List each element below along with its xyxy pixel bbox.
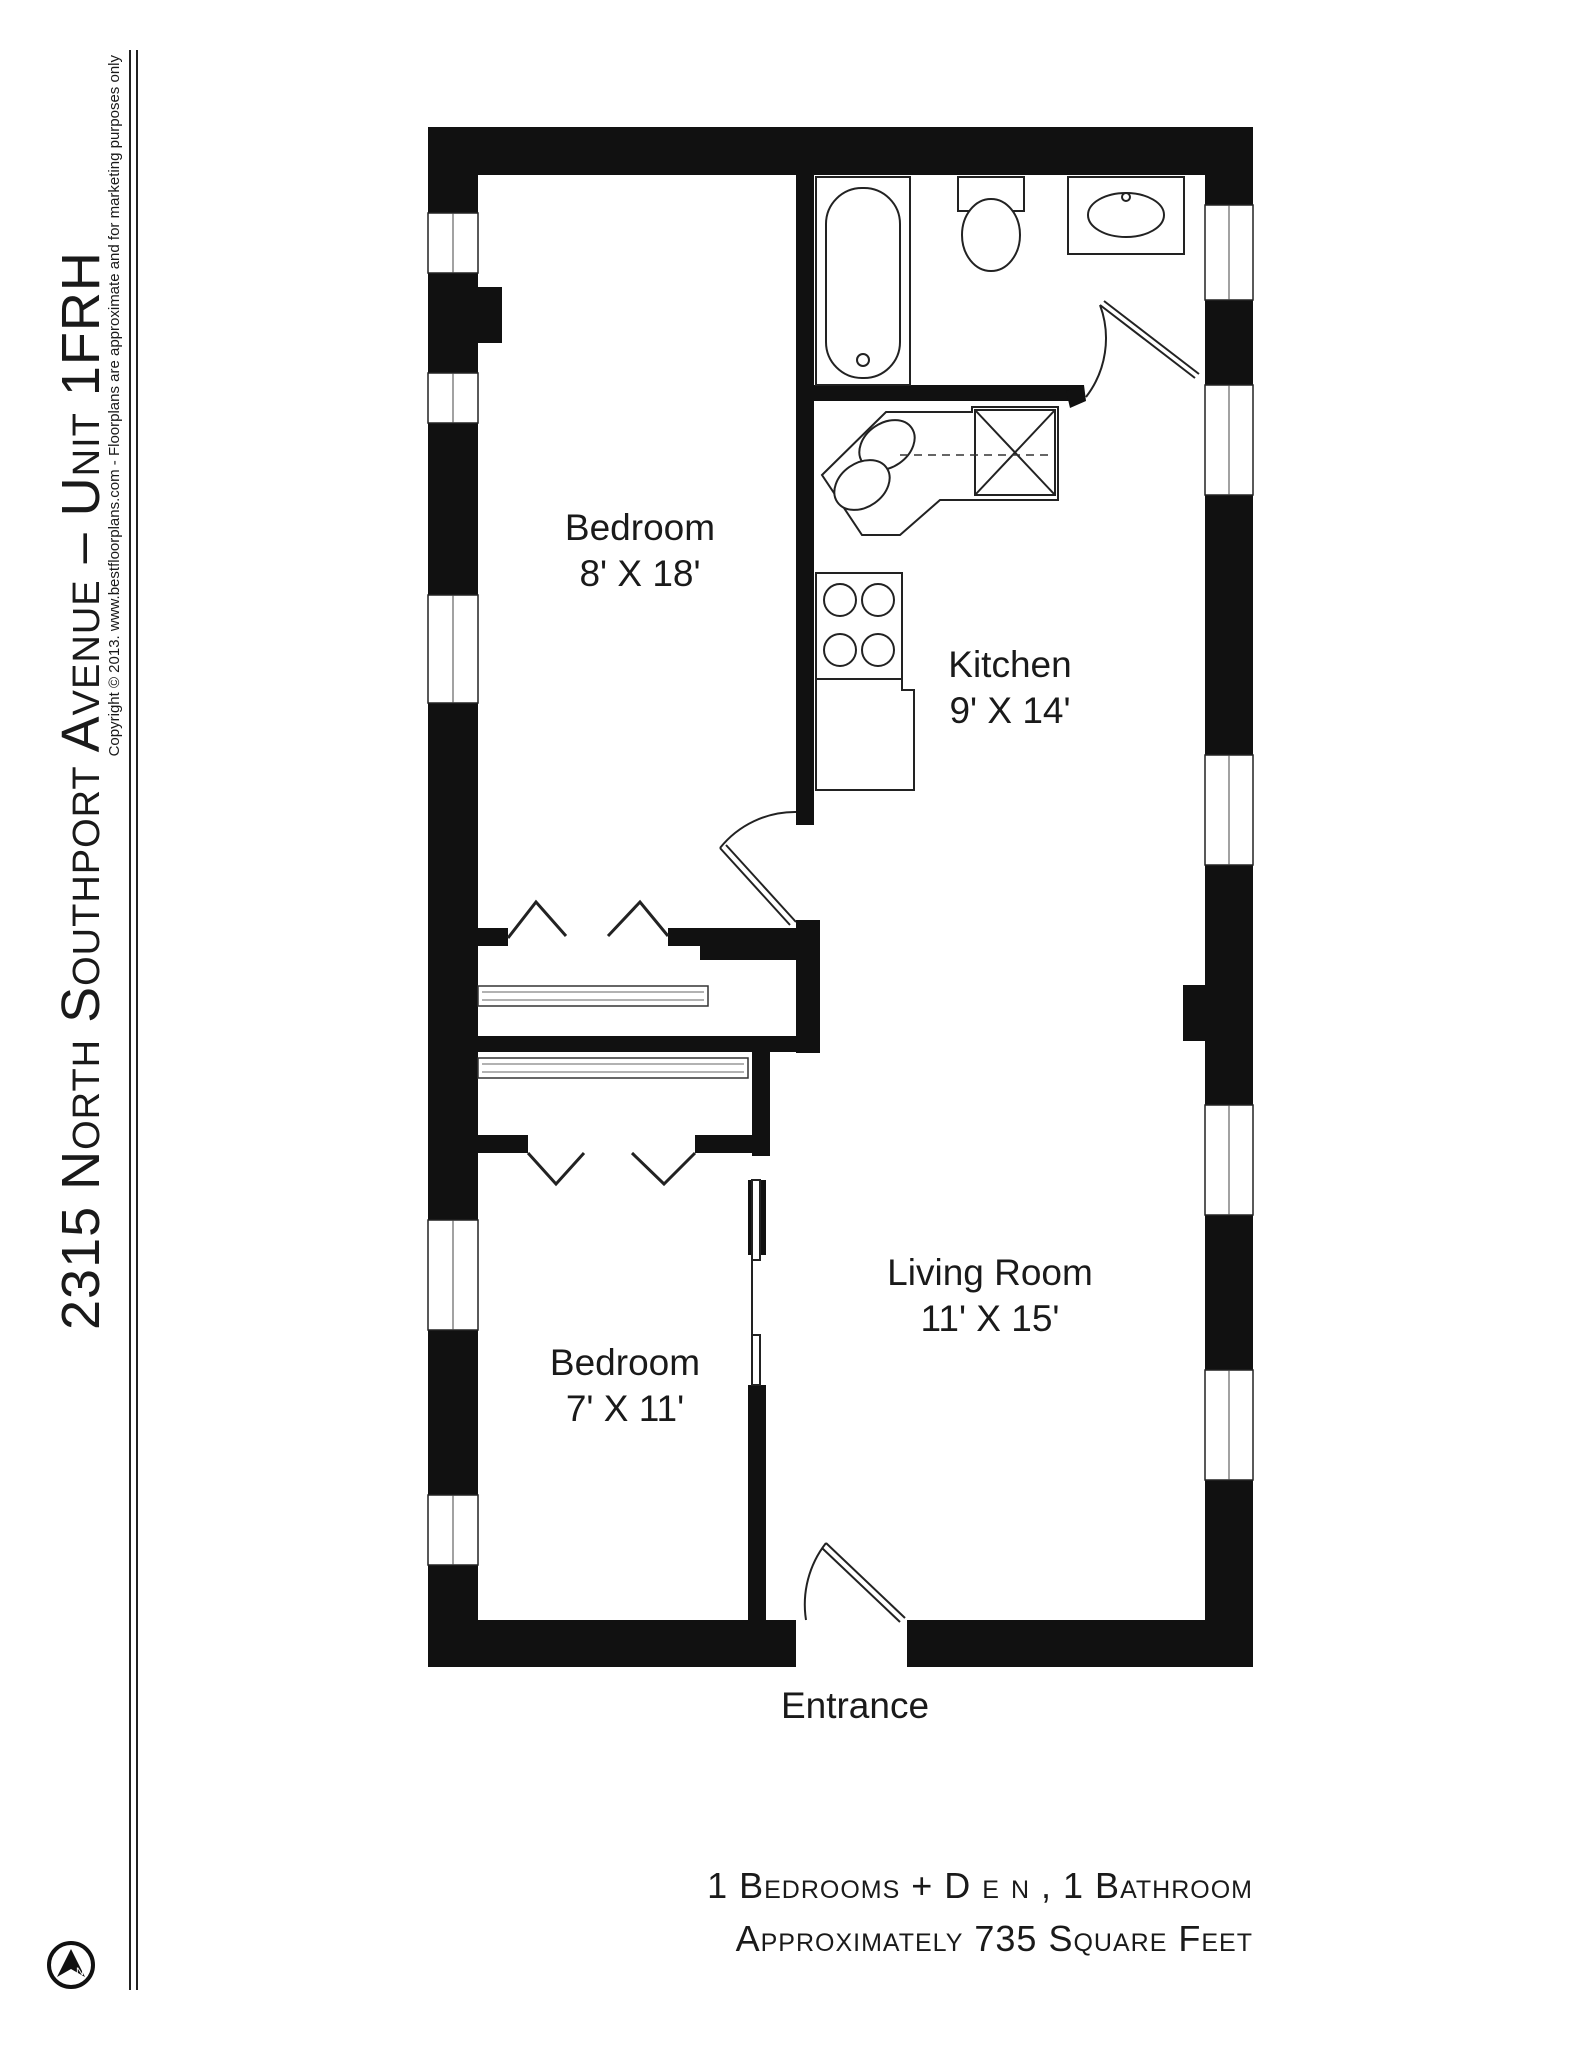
copyright-note: Copyright © 2013. www.bestfloorplans.com… bbox=[106, 55, 123, 757]
room-size: 11' X 15' bbox=[920, 1298, 1060, 1339]
room-name: Bedroom bbox=[549, 1342, 701, 1383]
room-label-living-room: Living Room 11' X 15' bbox=[845, 1250, 1135, 1342]
room-label-kitchen: Kitchen 9' X 14' bbox=[900, 642, 1120, 734]
room-label-bedroom-1: Bedroom 8' X 18' bbox=[520, 505, 760, 597]
chimney-right bbox=[1183, 985, 1207, 1041]
room-name: Kitchen bbox=[948, 644, 1072, 685]
entrance-label: Entrance bbox=[780, 1685, 930, 1726]
room-name: Bedroom bbox=[564, 507, 716, 548]
summary-line-2: Approximately 735 Square Feet bbox=[735, 1918, 1253, 1959]
interior-walls bbox=[478, 175, 1086, 1620]
chimney-left bbox=[476, 287, 502, 343]
closets bbox=[477, 985, 749, 1079]
bifold-doors bbox=[506, 899, 697, 1187]
room-name: Living Room bbox=[887, 1252, 1093, 1293]
kitchen-fixtures bbox=[815, 406, 1059, 791]
room-size: 7' X 11' bbox=[565, 1388, 685, 1429]
north-arrow-icon: N bbox=[47, 1941, 95, 1989]
svg-text:N: N bbox=[76, 1966, 84, 1978]
door-swings bbox=[719, 300, 1200, 1623]
bathroom-fixtures bbox=[815, 176, 1185, 386]
room-size: 8' X 18' bbox=[579, 553, 701, 594]
room-label-bedroom-2: Bedroom 7' X 11' bbox=[505, 1340, 745, 1432]
room-size: 9' X 14' bbox=[949, 690, 1071, 731]
summary-line-1: 1 Bedrooms + D e n , 1 Bathroom bbox=[707, 1865, 1253, 1906]
